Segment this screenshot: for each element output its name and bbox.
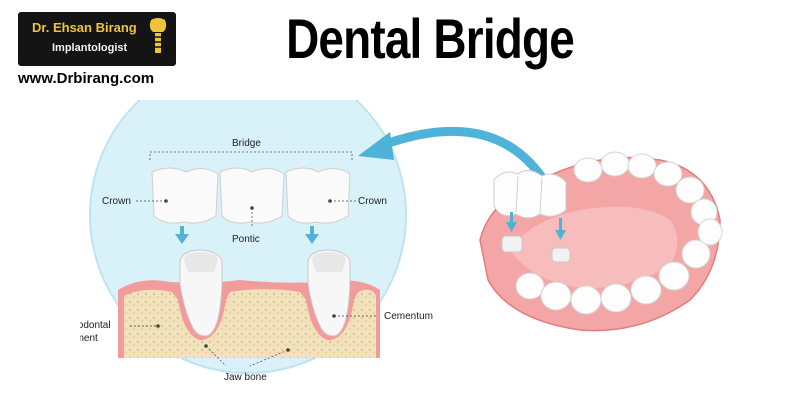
bridge-diagram: Bridge Crown Crown Pontic Periodontal li… [80,100,433,383]
down-arrow-right [305,226,319,244]
label-cementum: Cementum [384,311,433,322]
label-crown-left: Crown [102,196,131,207]
jaw-teeth-front [515,218,723,315]
down-arrow-left [175,226,189,244]
crown-right [285,167,351,224]
abutment-tooth-right [307,249,351,337]
label-pontic: Pontic [232,234,260,245]
jaw-bone [124,289,376,358]
crown-left [151,167,219,224]
website-url[interactable]: www.Drbirang.com [18,70,155,87]
page-title: Dental Bridge [286,7,575,70]
pontic-crown [219,167,285,224]
bridge-bracket [149,151,353,160]
curved-arrow-icon [358,126,555,195]
tooth-implant-icon [149,18,167,53]
jaw-teeth-back [573,151,718,226]
label-periodontal-line2: ligament [80,333,98,344]
label-bridge: Bridge [232,138,261,149]
brand-logo: Dr. Ehsan Birang Implantologist [18,12,176,66]
label-jaw-bone: Jaw bone [224,372,267,383]
abutment-tooth-left [179,249,223,337]
brand-role: Implantologist [52,42,128,54]
jaw-illustration [479,151,723,332]
jaw-bridge [493,170,567,219]
jaw-down-arrows [506,212,566,240]
label-crown-right: Crown [358,196,387,207]
brand-name: Dr. Ehsan Birang [32,20,137,35]
jaw-abutments [501,235,571,263]
label-periodontal-line1: Periodontal [80,320,111,331]
